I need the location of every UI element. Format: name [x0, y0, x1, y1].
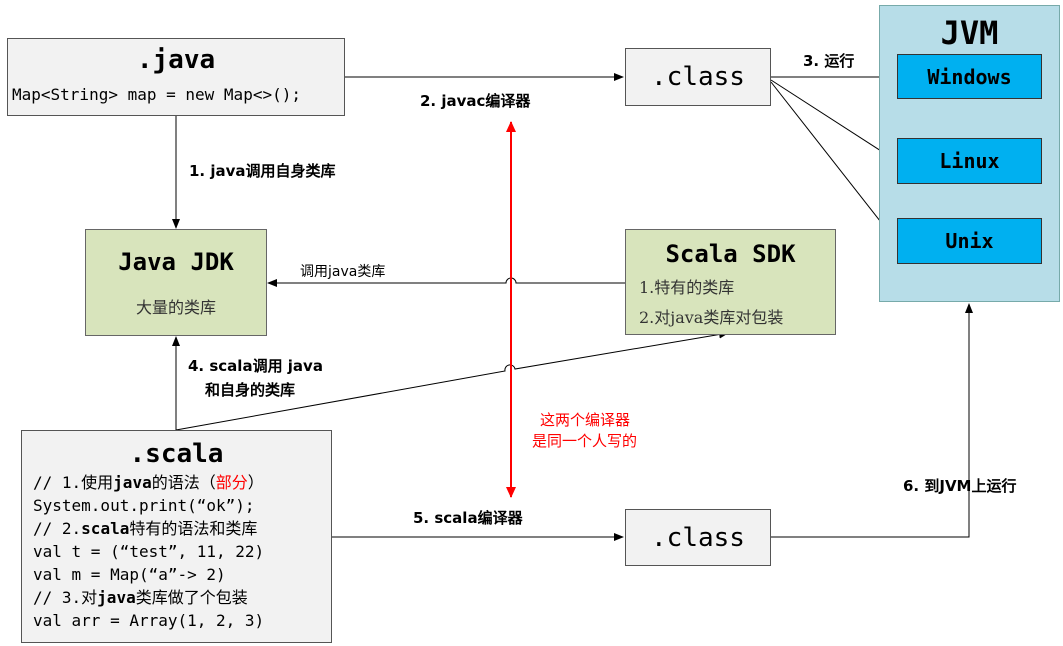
scala-code-line-6: // 3.对java类库做了个包装 [33, 586, 264, 609]
label-step-3: 3. 运行 [803, 52, 855, 70]
scala-code-line-1: // 1.使用java的语法（部分） [33, 471, 264, 494]
java-jdk-box: Java JDK 大量的类库 [85, 229, 267, 336]
code-text: // 3.对 [33, 588, 98, 607]
code-text: ） [247, 473, 264, 492]
scala-sdk-box: Scala SDK 1.特有的类库 2.对java类库对包装 [625, 229, 836, 335]
arrow-class-to-jvm [771, 303, 973, 538]
scala-sdk-item-1: 1.特有的类库 [639, 278, 735, 297]
java-jdk-title: Java JDK [118, 248, 234, 276]
label-step-4-line-2: 和自身的类库 [205, 381, 296, 399]
scala-sdk-title: Scala SDK [665, 240, 796, 268]
java-source-box: .java Map<String> map = new Map<>(); [7, 38, 345, 116]
label-step-6: 6. 到JVM上运行 [903, 477, 1017, 495]
code-text: 的语法（ [151, 473, 216, 492]
label-step-5: 5. scala编译器 [413, 509, 523, 527]
scala-code-line-7: val arr = Array(1, 2, 3) [33, 611, 265, 630]
scala-code-line-3: // 2.scala特有的语法和类库 [33, 517, 264, 540]
platform-unix: Unix [897, 218, 1042, 264]
class-bottom-box: .class [625, 509, 771, 566]
java-jdk-subtitle: 大量的类库 [135, 298, 216, 317]
label-step-4-line-1: 4. scala调用 java [188, 357, 323, 375]
scala-code-block: // 1.使用java的语法（部分） System.out.print(“ok”… [33, 471, 264, 632]
scala-code-line-2: System.out.print(“ok”); [33, 496, 255, 515]
code-text: 特有的语法和类库 [129, 519, 258, 538]
code-keyword: java [97, 588, 136, 607]
java-source-code: Map<String> map = new Map<>(); [12, 85, 301, 104]
code-text: // 1.使用 [33, 473, 114, 492]
label-note-line-1: 这两个编译器 [540, 411, 631, 429]
scala-source-title: .scala [129, 439, 224, 469]
label-note-line-2: 是同一个人写的 [532, 432, 638, 450]
arrow-class-to-unix [770, 81, 896, 241]
class-top-box: .class [625, 48, 771, 106]
scala-source-box: .scala // 1.使用java的语法（部分） System.out.pri… [21, 430, 332, 643]
scala-sdk-item-2: 2.对java类库对包装 [639, 308, 784, 327]
code-text: // 2. [33, 519, 82, 538]
scala-code-line-5: val m = Map(“a”-> 2) [33, 565, 226, 584]
java-source-title: .java [136, 45, 216, 75]
code-text: 类库做了个包装 [135, 588, 248, 607]
label-step-1: 1. java调用自身类库 [189, 162, 336, 180]
scala-code-line-4: val t = (“test”, 11, 22) [33, 542, 265, 561]
label-call-java: 调用java类库 [300, 264, 386, 280]
jvm-title: JVM [940, 14, 999, 52]
platform-linux: Linux [897, 138, 1042, 184]
label-step-2: 2. javac编译器 [420, 92, 531, 110]
code-keyword: scala [81, 519, 130, 538]
code-highlight: 部分 [215, 473, 248, 492]
platform-windows: Windows [897, 54, 1042, 99]
arrow-class-to-linux [770, 79, 896, 161]
code-keyword: java [113, 473, 152, 492]
